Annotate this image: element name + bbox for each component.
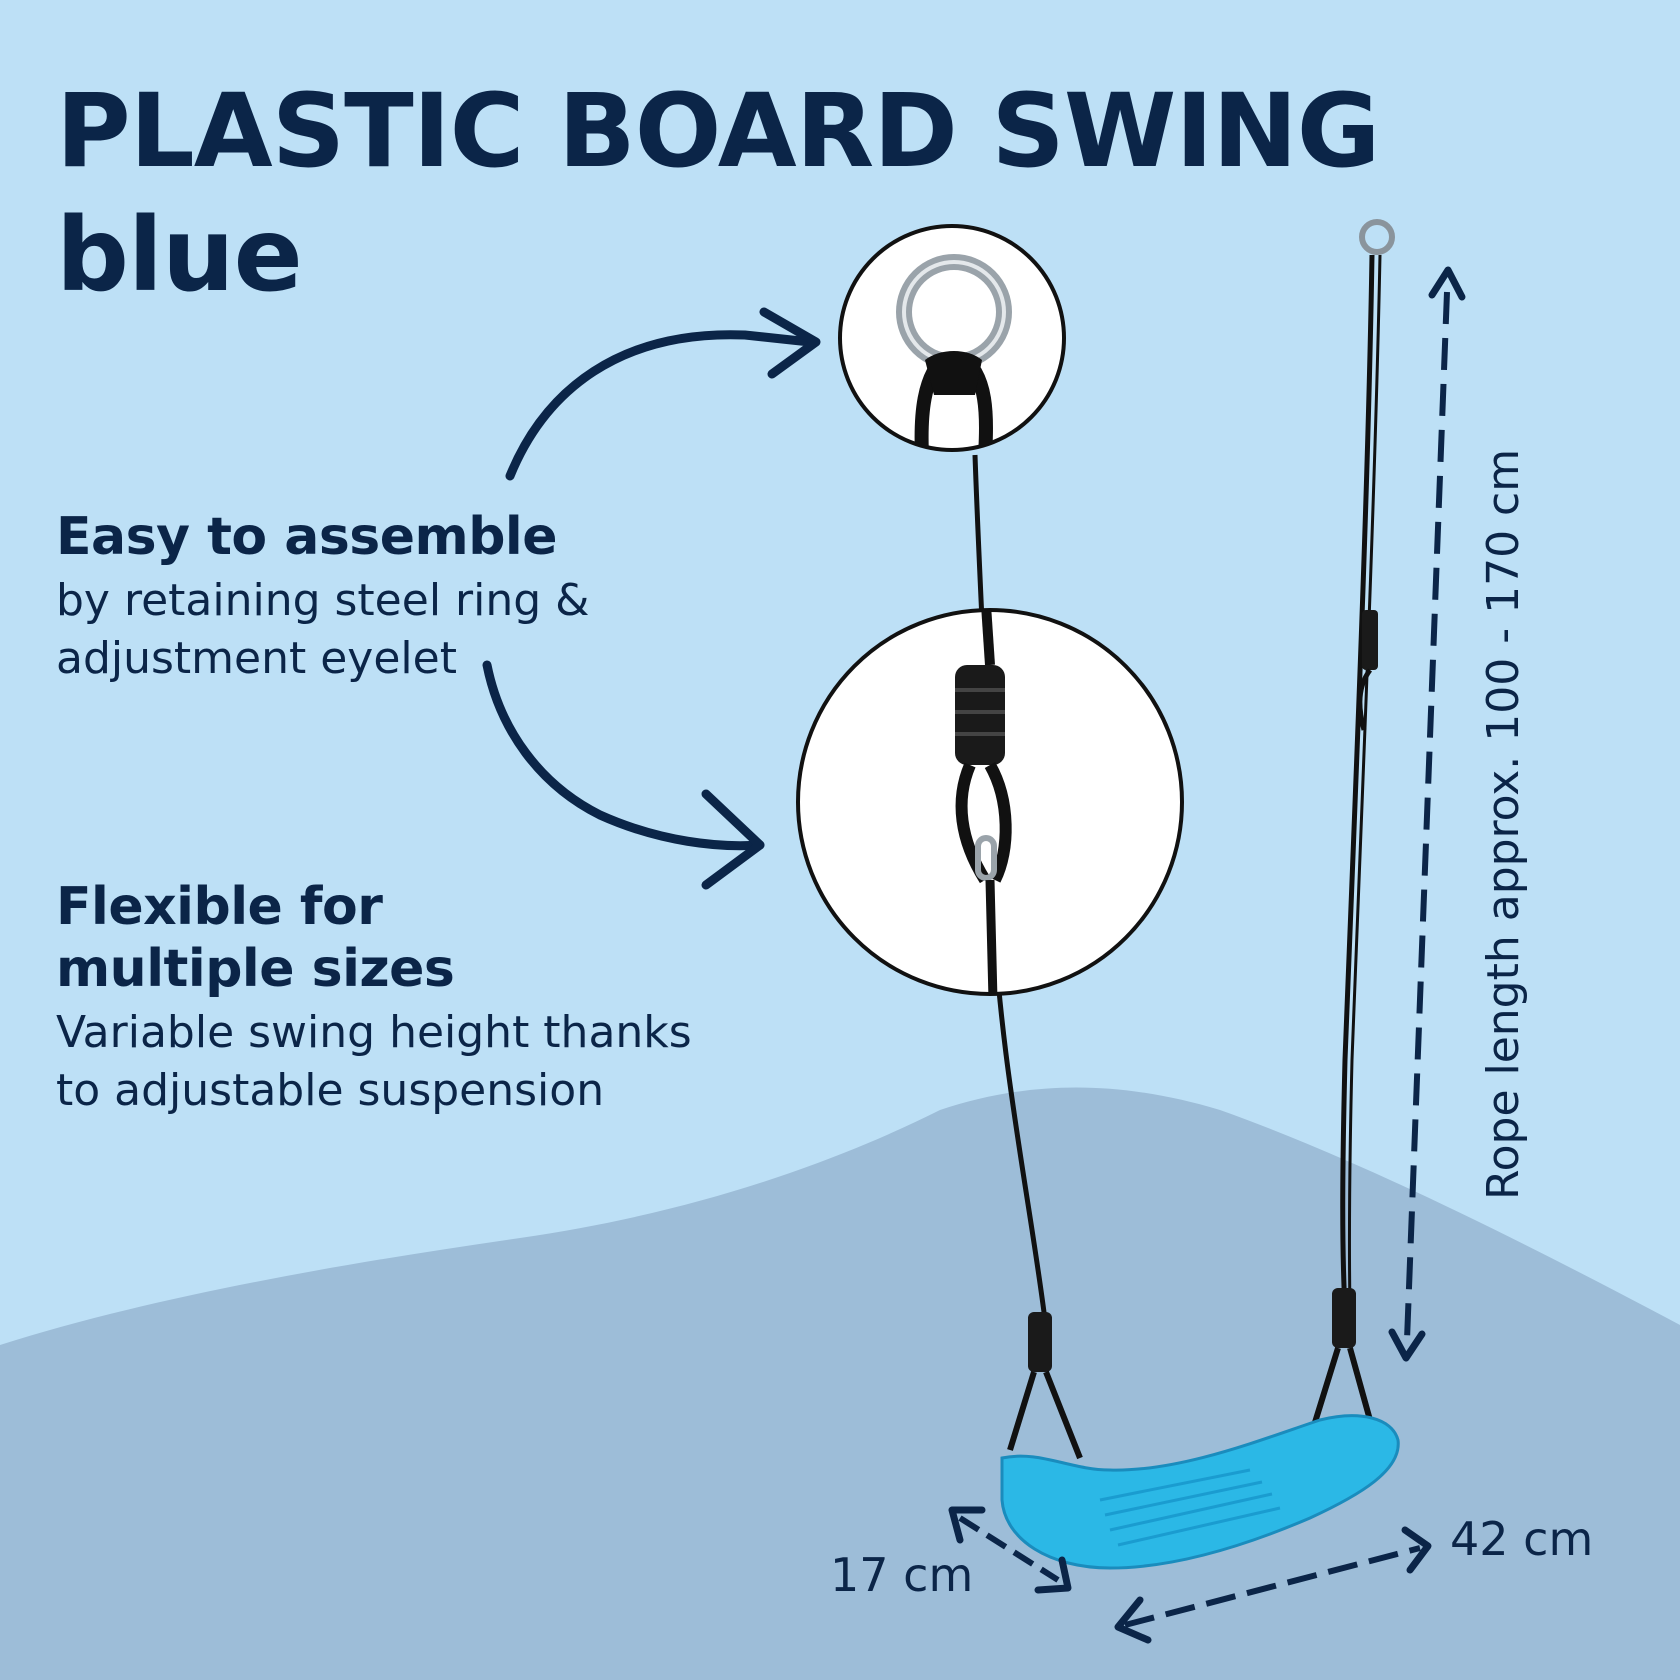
zoom-circle-ring [838, 224, 1066, 452]
width-dimension-label: 17 cm [830, 1548, 974, 1602]
right-seat-clamp [1332, 1288, 1356, 1348]
dimension-arrow-icon [1404, 291, 1450, 1341]
feature-flexible-sizes: Flexible for multiple sizes Variable swi… [56, 876, 756, 1120]
rope-length-label: Rope length approx. 100 - 170 cm [1478, 448, 1529, 1200]
dimension-arrow-icon [1124, 1545, 1421, 1628]
rope-knot [925, 351, 982, 395]
width-arrow-head-a [948, 1506, 986, 1544]
curved-arrow-icon [482, 660, 765, 851]
curved-arrow-head-top [759, 307, 821, 379]
right-rope-second-strand [1347, 254, 1382, 1311]
feature-description: by retaining steel ring & adjustment eye… [56, 572, 676, 688]
adjustment-eyelet-icon [955, 665, 1005, 765]
feature-easy-assemble: Easy to assemble by retaining steel ring… [56, 506, 676, 688]
title-line-2: blue [56, 196, 303, 315]
dimension-arrow-icon [958, 1515, 1060, 1583]
seat-grooves [1099, 1468, 1281, 1547]
feature-heading: Easy to assemble [56, 507, 558, 567]
curved-arrow-icon [505, 330, 815, 481]
left-seat-clamp [1028, 1312, 1052, 1372]
feature-description-line-2: adjustment eyelet [56, 633, 457, 684]
swing-seat [1000, 1414, 1400, 1570]
left-v-ropes [1007, 1370, 1083, 1460]
feature-description-line-2: to adjustable suspension [56, 1065, 605, 1116]
rope-strand [981, 610, 995, 666]
page-title: PLASTIC BOARD SWING blue [56, 70, 1380, 318]
length-arrow-head-a [1114, 1596, 1152, 1644]
title-line-1: PLASTIC BOARD SWING [56, 72, 1380, 191]
feature-heading-line-1: Flexible for [56, 877, 383, 937]
rope-arrow-head-top [1428, 266, 1466, 301]
width-arrow-head-b [1034, 1556, 1072, 1594]
feature-description: Variable swing height thanks to adjustab… [56, 1004, 756, 1120]
length-dimension-label: 42 cm [1450, 1512, 1594, 1566]
rope-loop [1357, 668, 1373, 731]
right-v-ropes [1309, 1347, 1373, 1433]
feature-description-line-1: by retaining steel ring & [56, 575, 590, 626]
length-arrow-head-b [1401, 1526, 1432, 1574]
right-rope [1340, 254, 1375, 1311]
feature-heading-line-2: multiple sizes [56, 939, 455, 999]
rope-arrow-head-bottom [1388, 1328, 1426, 1362]
feature-description-line-1: Variable swing height thanks [56, 1007, 692, 1058]
rope-strand [985, 879, 998, 994]
feature-heading: Flexible for multiple sizes [56, 876, 756, 1000]
eyelet-ridges [955, 688, 1005, 736]
steel-ring-icon [1359, 219, 1395, 255]
metal-clip [975, 835, 997, 881]
curved-arrow-head-bottom [701, 789, 765, 890]
adjustment-eyelet-icon [1362, 610, 1378, 670]
